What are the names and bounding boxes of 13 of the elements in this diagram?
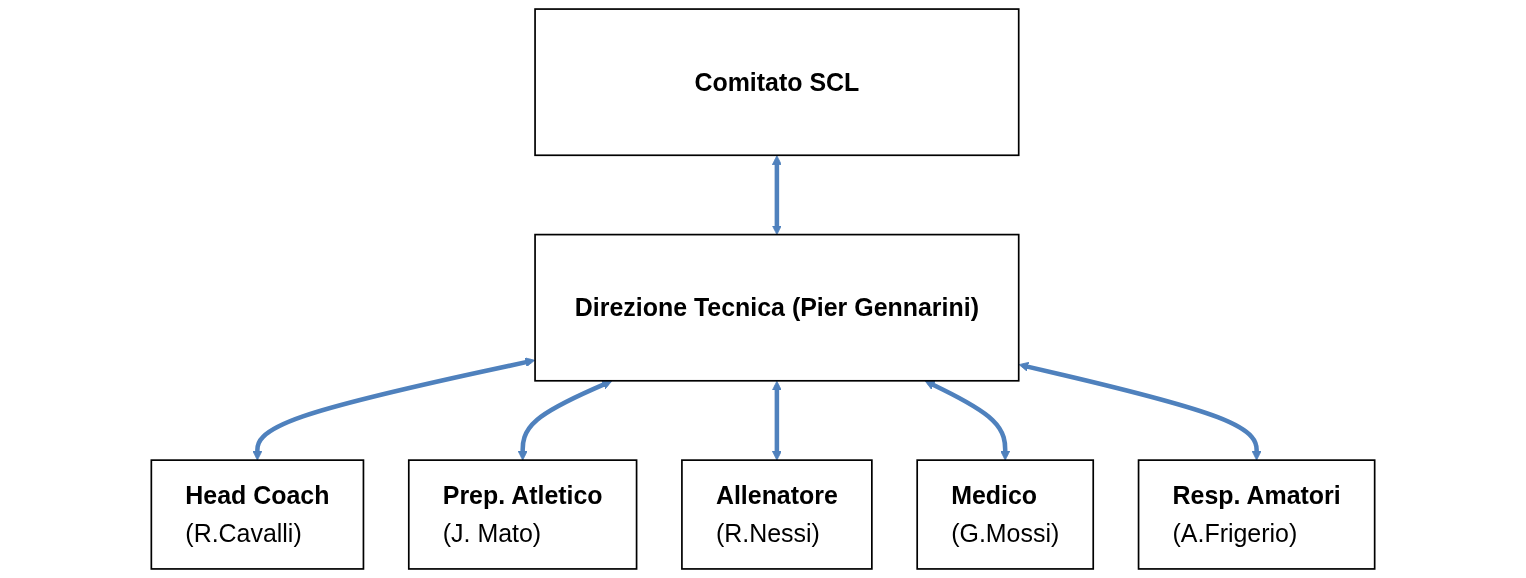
node-box: Resp. Amatori (A.Frigerio) [1137, 459, 1376, 570]
node-box: Allenatore (R.Nessi) [681, 459, 873, 570]
arrow [252, 357, 536, 461]
node-box: Prep. Atletico (J. Mato) [407, 459, 638, 570]
node-box: Medico (G.Mossi) [916, 459, 1095, 570]
arrow [924, 380, 1011, 461]
node-box: Direzione Tecnica (Pier Gennarini) [534, 233, 1020, 382]
arrow [771, 155, 782, 236]
node-box: Head Coach (R.Cavalli) [150, 459, 365, 570]
arrow [771, 380, 782, 461]
arrow [517, 380, 613, 461]
arrow [1018, 361, 1262, 461]
node-box: Comitato SCL [534, 8, 1020, 157]
